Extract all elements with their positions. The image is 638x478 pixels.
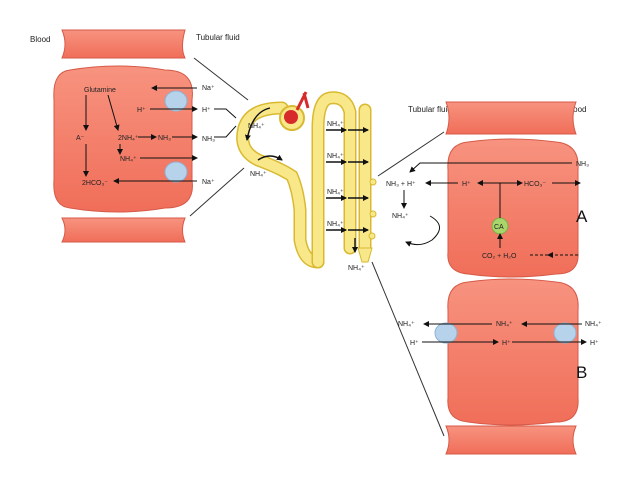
right-bottom-neighbor-cell [445,425,577,455]
cell-b [447,278,579,426]
nh3-outer-label: NH₃ [202,136,215,143]
right-top-neighbor-cell [445,101,577,135]
zoom-line-right-bottom [371,261,445,437]
panel-b-label: B [576,363,587,382]
ca-label: CA [494,224,504,231]
nh4-duct-label: NH₄⁺ [348,265,365,272]
cell-b-h-left: H⁺ [410,340,419,347]
blood-label-left: Blood [30,35,50,44]
na-bottom-label: Na⁺ [202,179,215,186]
panel-a-label: A [576,207,588,226]
two-nh4-label: 2NH₄⁺ [118,135,139,142]
left-cell-top-neighbor [61,29,186,59]
cell-b-arrows [422,321,587,345]
basolateral-transporter [553,322,577,344]
nh4-inner-label: NH₄⁺ [120,156,137,163]
left-cell-arrows [83,85,237,184]
cell-b-nh4-right: NH₄⁺ [585,321,602,328]
cell-a-h-label: H⁺ [462,181,471,188]
cell-b-nh4-mid: NH₄⁺ [496,321,513,328]
apical-transporter [434,322,458,344]
na-top-label: Na⁺ [202,85,215,92]
nh4-proximal-label: NH₄⁺ [248,123,265,130]
nh4-tal-label-2: NH₄⁺ [327,153,344,160]
cell-b-nh4-left: NH₄⁺ [398,321,415,328]
cell-b-h-mid: H⁺ [502,340,511,347]
co2-h2o-label: CO₂ + H₂O [482,253,517,260]
nh4-tal-label-1: NH₄⁺ [327,121,344,128]
nh4-tal-label-3: NH₄⁺ [327,189,344,196]
nh3-inner-label: NH₃ [158,135,171,142]
cell-a-nh4-label: NH₄⁺ [392,213,409,220]
hco3-label: HCO₃⁻ [524,181,546,188]
na-hco3-cotransporter [164,161,188,183]
glutamine-label: Glutamine [84,87,116,94]
zoom-line-left-bottom [189,167,245,217]
cell-b-h-right: H⁺ [590,340,599,347]
nh4-tal-label-4: NH₄⁺ [327,221,344,228]
zoom-line-right-top [377,131,445,177]
na-h-exchanger [164,90,188,112]
h-plus-inner-label: H⁺ [137,107,146,114]
blood-label-right: Blood [566,105,586,114]
nephron [236,91,377,269]
a-minus-label: A⁻ [76,135,85,142]
h-plus-outer-label: H⁺ [202,107,211,114]
nh3-right-label: NH₃ [576,161,589,168]
glomerulus [284,110,298,124]
zoom-line-left-top [193,57,249,101]
tubular-fluid-label-right: Tubular fluid [408,105,452,114]
cell-a [447,138,579,278]
nh3-h-label: NH₃ + H⁺ [386,181,416,188]
nh4-distal-label: NH₄⁺ [250,171,267,178]
cell-a-arrows [401,162,581,258]
tubular-fluid-label-left: Tubular fluid [196,33,240,42]
nephron-flow-arrows [244,107,369,253]
left-cell-bottom-neighbor [61,217,186,243]
two-hco3-label: 2HCO₃⁻ [82,180,108,187]
